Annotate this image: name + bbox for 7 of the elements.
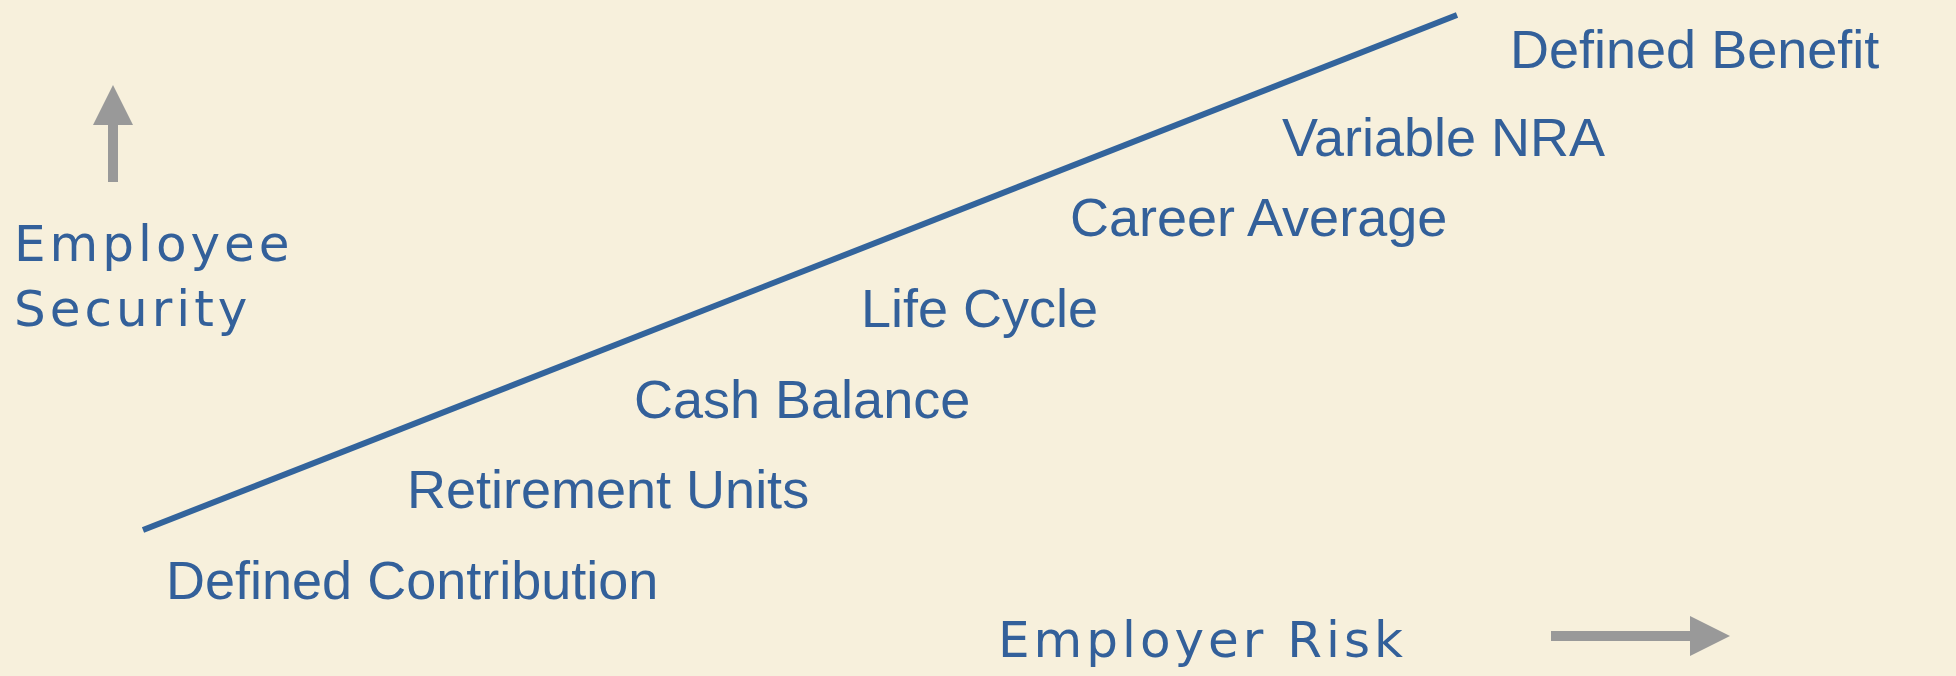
plan-type-label: Defined Benefit	[1510, 22, 1880, 76]
axis-label: Employee Security	[14, 214, 295, 340]
plan-type-label: Variable NRA	[1282, 110, 1606, 164]
plan-type-label: Cash Balance	[634, 372, 971, 426]
plan-type-label: Retirement Units	[407, 462, 810, 516]
axis-label: Employer Risk	[998, 610, 1407, 671]
plan-type-label: Defined Contribution	[166, 553, 659, 607]
